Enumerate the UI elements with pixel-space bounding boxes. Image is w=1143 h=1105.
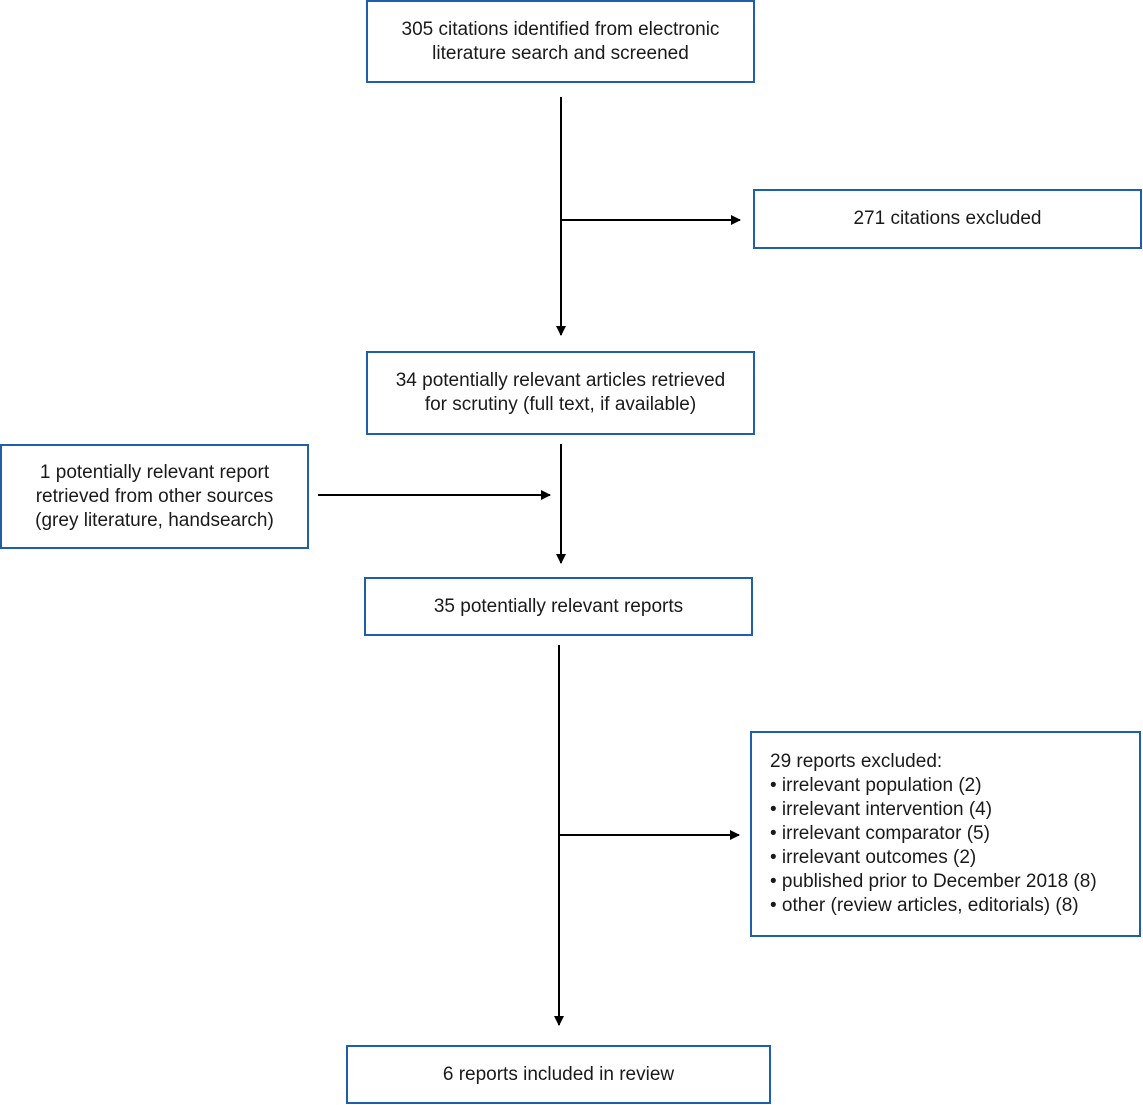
box-text-line: • irrelevant intervention (4) — [770, 799, 993, 820]
box-text-line: • irrelevant outcomes (2) — [770, 847, 977, 868]
box-text-line: retrieved from other sources — [35, 485, 274, 507]
box-text-line: 34 potentially relevant articles retriev… — [395, 370, 726, 391]
box-text-line: 305 citations identified from electronic — [401, 18, 720, 40]
box-reports-included: 6 reports included in review — [346, 1045, 771, 1104]
box-text-line: (grey literature, handsearch) — [35, 509, 274, 531]
box-text-line: 1 potentially relevant report — [39, 461, 270, 483]
box-text-line: literature search and screened — [432, 42, 689, 64]
box-text-line: for scrutiny (full text, if available) — [424, 394, 697, 415]
box-relevant-reports: 35 potentially relevant reports — [364, 577, 753, 636]
box-text-line: 29 reports excluded: — [770, 751, 943, 772]
box-text-line: 271 citations excluded — [853, 208, 1042, 229]
box-other-sources: 1 potentially relevant report retrieved … — [0, 444, 309, 549]
box-citations-identified: 305 citations identified from electronic… — [366, 0, 755, 83]
box-text-line: 6 reports included in review — [442, 1063, 675, 1085]
box-text-line: • published prior to December 2018 (8) — [770, 871, 1097, 892]
box-reports-excluded: 29 reports excluded: • irrelevant popula… — [750, 731, 1141, 937]
box-articles-retrieved: 34 potentially relevant articles retriev… — [366, 351, 755, 435]
box-text-line: • irrelevant population (2) — [770, 775, 982, 796]
box-citations-excluded: 271 citations excluded — [753, 189, 1142, 249]
box-text-line: • irrelevant comparator (5) — [770, 823, 990, 844]
box-text-line: 35 potentially relevant reports — [433, 595, 684, 617]
box-text-line: • other (review articles, editorials) (8… — [770, 895, 1079, 916]
